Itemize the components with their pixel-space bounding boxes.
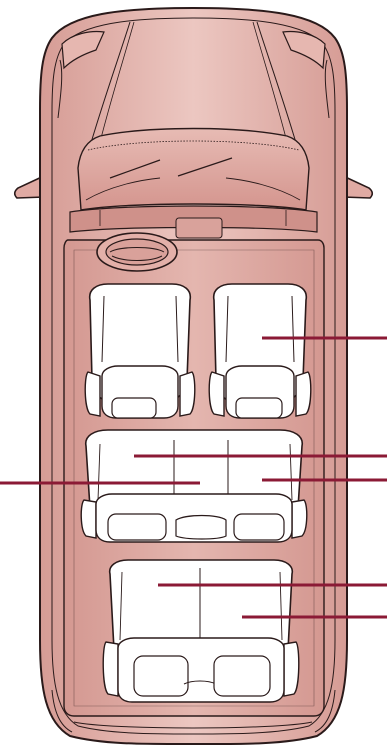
middle-row-bench [81, 430, 307, 542]
steering-wheel [97, 233, 177, 271]
center-console-top [176, 218, 222, 238]
rear-row-bench [103, 560, 299, 702]
front-left-seat [85, 284, 195, 418]
front-right-seat [209, 284, 311, 418]
